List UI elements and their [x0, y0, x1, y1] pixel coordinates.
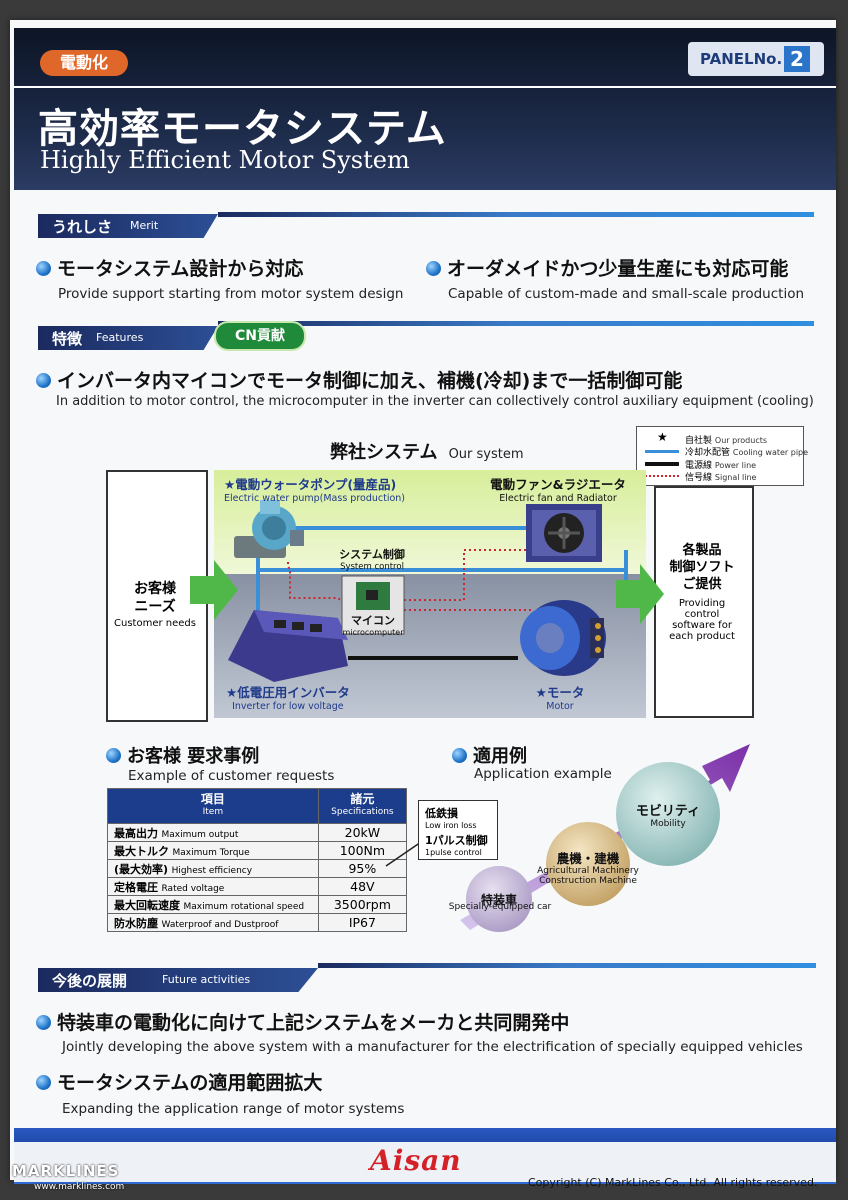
app-circle-mobility: モビリティ Mobility [616, 762, 720, 866]
callout-pointer [385, 839, 425, 867]
diagram-title: 弊社システム Our system [330, 438, 524, 464]
cn-contribution-badge: CN貢献 [214, 321, 306, 351]
merit-label-jp: うれしさ [52, 218, 113, 236]
future-section-bar: 今後の展開 Future activities [38, 968, 318, 992]
customer-needs-jp: お客様 ニーズ [134, 581, 176, 615]
inverter-image [228, 610, 348, 682]
bullet-icon [452, 748, 467, 763]
features-section-line [218, 321, 814, 326]
customer-needs-arrow [190, 560, 238, 620]
table-row: 最大トルク Maximum Torque 100Nm [107, 841, 408, 860]
bullet-icon [36, 1075, 51, 1090]
star-icon: ★ [657, 430, 668, 444]
table-row: (最大効率) Highest efficiency 95% [107, 859, 408, 878]
bullet-icon [36, 1015, 51, 1030]
diagram-legend: ★ 自社製 Our products 冷却水配管 Cooling water p… [636, 426, 808, 486]
legend-cooling-swatch [645, 450, 679, 453]
provide-software-arrow [616, 564, 664, 624]
customer-needs-en: Customer needs [114, 618, 196, 629]
future-label-jp: 今後の展開 [52, 972, 128, 990]
category-tag: 電動化 [40, 50, 128, 76]
legend-signal-swatch [645, 475, 679, 477]
app-circle-agri-construction: 農機・建機 [546, 822, 630, 906]
inverter-label: ★低電圧用インバータ Inverter for low voltage [226, 685, 350, 712]
applications-title-en: Application example [474, 766, 612, 782]
features-headline: インバータ内マイコンでモータ制御に加え、補機(冷却)まで一括制御可能 [36, 366, 682, 393]
marklines-watermark: MARKLINES [12, 1162, 120, 1180]
app-label-agri-construction: Agricultural Machinery Construction Mach… [537, 866, 639, 886]
brand-plate [14, 1142, 836, 1182]
panel-number-badge: PANELNo. 2 [688, 42, 824, 76]
merit-item-1-en: Provide support starting from motor syst… [58, 286, 404, 302]
table-row: 防水防塵 Waterproof and Dustproof IP67 [107, 913, 408, 932]
growth-arrow [460, 744, 750, 930]
bullet-icon [106, 748, 121, 763]
system-diagram [214, 470, 646, 718]
merit-item-2-jp: オーダメイドかつ少量生産にも対応可能 [447, 258, 789, 280]
diagram-title-en: Our system [448, 447, 524, 462]
panel-label: PANELNo. [700, 50, 783, 68]
app-label-special-vehicle: Specially-equipped car [448, 902, 552, 912]
app-circle-special-vehicle: 特装車 [466, 866, 532, 932]
merit-item-2-en: Capable of custom-made and small-scale p… [448, 286, 805, 302]
efficiency-callout: 低鉄損 Low iron loss 1パルス制御 1pulse control [418, 800, 498, 860]
system-control-label: システム制御 System control [339, 548, 405, 572]
future-label-en: Future activities [162, 973, 251, 986]
merit-section-bar: うれしさ Merit [38, 214, 218, 238]
table-row: 最大回転速度 Maximum rotational speed 3500rpm [107, 895, 408, 914]
bullet-icon [36, 373, 51, 388]
diagram-title-jp: 弊社システム [330, 442, 438, 463]
merit-label-en: Merit [130, 219, 159, 232]
fan-label: 電動ファン&ラジエータ Electric fan and Radiator [490, 477, 626, 504]
page-subtitle: Highly Efficient Motor System [40, 146, 410, 174]
header-divider [14, 86, 836, 88]
features-section-bar: 特徴 Features [38, 326, 218, 350]
future-item-1: 特装車の電動化に向けて上記システムをメーカと共同開発中 Jointly deve… [36, 1008, 826, 1055]
page-title: 高効率モータシステム [38, 106, 447, 152]
water-pump-image [234, 500, 304, 558]
applications-title: 適用例 [452, 742, 527, 768]
radiator-image [526, 504, 602, 562]
bullet-icon [426, 261, 441, 276]
provide-software-jp: 各製品 制御ソフト ご提供 [669, 543, 735, 592]
merit-item-2: オーダメイドかつ少量生産にも対応可能 Capable of custom-mad… [426, 254, 826, 302]
microcomputer-label: マイコン microcomputer [342, 614, 404, 637]
features-label-en: Features [96, 331, 144, 344]
table-row: 定格電圧 Rated voltage 48V [107, 877, 408, 896]
motor-image [520, 600, 606, 676]
merit-section-line [218, 212, 814, 217]
future-item-2: モータシステムの適用範囲拡大 Expanding the application… [36, 1068, 826, 1117]
marklines-url: www.marklines.com [34, 1182, 125, 1192]
features-headline-en: In addition to motor control, the microc… [56, 394, 814, 409]
merit-item-1: モータシステム設計から対応 Provide support starting f… [36, 254, 426, 302]
aisan-logo: Aisan [370, 1144, 462, 1177]
merit-item-1-jp: モータシステム設計から対応 [57, 258, 304, 280]
table-row: 最高出力 Maximum output 20kW [107, 823, 408, 842]
bullet-icon [36, 261, 51, 276]
legend-power-swatch [645, 462, 679, 466]
panel-number: 2 [784, 46, 810, 72]
requests-title: お客様 要求事例 [106, 742, 259, 768]
features-label-jp: 特徴 [52, 330, 83, 348]
motor-label: ★モータ Motor [535, 685, 585, 712]
pump-label: ★電動ウォータポンプ(量産品) Electric water pump(Mass… [224, 477, 406, 504]
requests-title-en: Example of customer requests [128, 768, 335, 784]
future-section-line [318, 963, 816, 968]
copyright-text: Copyright (C) MarkLines Co., Ltd. All ri… [528, 1176, 818, 1189]
microcomputer-image [341, 575, 405, 635]
provide-software-en: Providing control software for each prod… [669, 598, 735, 642]
